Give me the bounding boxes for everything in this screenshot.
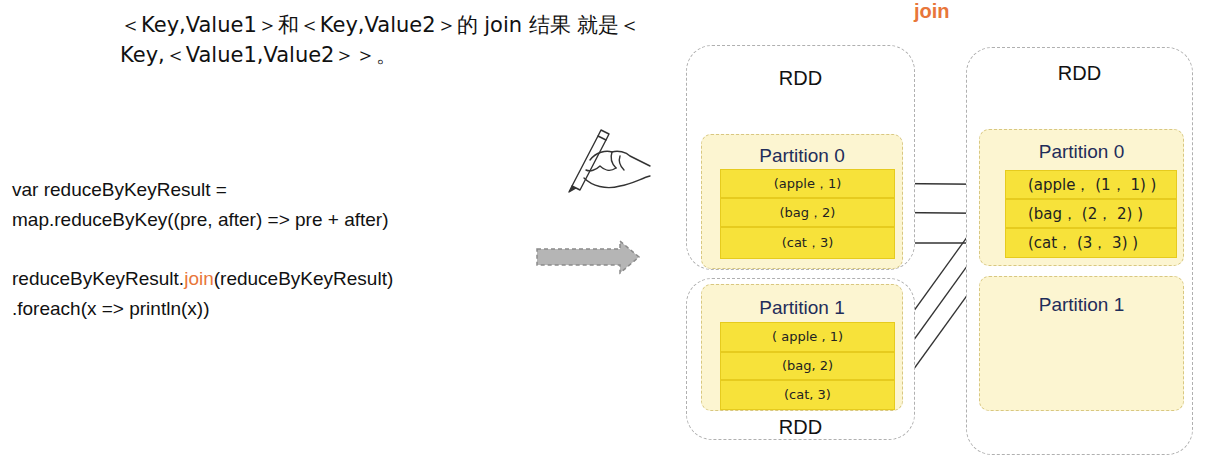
record-row: (cat， (3， 3) ) bbox=[1005, 228, 1177, 258]
partition-label: Partition 0 bbox=[702, 145, 902, 168]
code-line: map.reduceByKey((pre, after) => pre + af… bbox=[12, 208, 388, 233]
code-line: reduceByKeyResult.join(reduceByKeyResult… bbox=[12, 267, 393, 292]
code-line: .foreach(x => println(x)) bbox=[12, 297, 209, 322]
code-line: var reduceByKeyResult = bbox=[12, 178, 227, 203]
partition-box: Partition 1 ( apple , 1) (bag, 2) (cat, 3) bbox=[701, 284, 903, 411]
diagram-heading: join bbox=[914, 0, 950, 24]
record-row: (cat, 3) bbox=[720, 380, 895, 410]
partition-box: Partition 0 (apple，1) (bag，2) (cat，3) bbox=[701, 134, 903, 269]
record-row: (bag， (2， 2) ) bbox=[1005, 199, 1177, 228]
partition-label: Partition 1 bbox=[980, 294, 1183, 317]
record-row: (cat，3) bbox=[720, 227, 895, 259]
record-row: (bag，2) bbox=[720, 198, 895, 227]
record-row: (apple， (1， 1) ) bbox=[1005, 170, 1177, 199]
label-text: reduceByKeyResult. bbox=[12, 268, 184, 289]
partition-box: Partition 0 (apple， (1， 1) ) (bag， (2， 2) … bbox=[979, 129, 1184, 266]
rdd-box: RDD Partition 0 (apple， (1， 1) ) (bag， (2， … bbox=[966, 47, 1193, 455]
record-text: (bag， (2， 2) ) bbox=[1028, 205, 1143, 223]
record-text: ( apple , 1) bbox=[772, 329, 843, 345]
partition-label: Partition 0 bbox=[980, 141, 1183, 164]
partition-box: Partition 1 bbox=[979, 276, 1184, 411]
record-text: (apple， (1， 1) ) bbox=[1028, 176, 1156, 194]
description-text: ＜Key,Value1＞和＜Key,Value2＞的 join 结果 就是＜Ke… bbox=[120, 10, 660, 71]
record-text: (apple，1) bbox=[774, 176, 842, 192]
rdd-box: RDD Partition 0 (apple，1) (bag，2) (cat，3) bbox=[686, 45, 915, 270]
record-text: (cat，3) bbox=[782, 235, 834, 251]
record-row: (bag, 2) bbox=[720, 352, 895, 380]
label-text: (reduceByKeyResult) bbox=[214, 268, 394, 289]
rdd-label: RDD bbox=[687, 66, 914, 90]
label-text: .foreach(x => println(x)) bbox=[12, 298, 209, 319]
rdd-label: RDD bbox=[967, 61, 1192, 85]
record-row: ( apple , 1) bbox=[720, 322, 895, 352]
flow-arrow bbox=[537, 241, 639, 273]
keyword-text: join bbox=[184, 268, 214, 289]
rdd-box: RDD Partition 1 ( apple , 1) (bag, 2) (cat, … bbox=[686, 278, 915, 440]
pen-hand-icon bbox=[569, 130, 650, 192]
keyword-text: join bbox=[914, 0, 950, 22]
rdd-label: RDD bbox=[687, 415, 914, 439]
record-text: (bag, 2) bbox=[782, 358, 833, 374]
record-text: (bag，2) bbox=[780, 205, 836, 221]
label-text: var reduceByKeyResult = bbox=[12, 179, 227, 200]
record-text: (cat, 3) bbox=[784, 387, 831, 403]
partition-label: Partition 1 bbox=[702, 297, 902, 320]
record-row: (apple，1) bbox=[720, 169, 895, 198]
label-text: map.reduceByKey((pre, after) => pre + af… bbox=[12, 209, 388, 230]
record-text: (cat， (3， 3) ) bbox=[1028, 234, 1138, 252]
label-text: ＜Key,Value1＞和＜Key,Value2＞的 join 结果 就是＜Ke… bbox=[120, 13, 640, 67]
